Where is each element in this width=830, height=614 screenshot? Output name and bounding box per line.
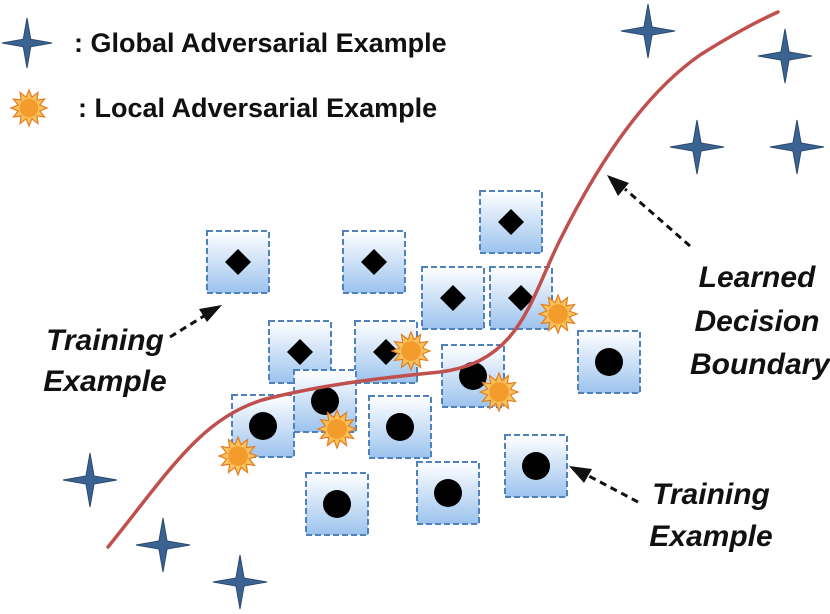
global-adversarial-legend-star: [1, 17, 53, 69]
starburst-core: [327, 419, 347, 439]
diamond-icon: [440, 285, 466, 311]
training-example-circle-12: [368, 395, 432, 459]
training-example-circle-8: [577, 330, 641, 394]
training-example-diamond-2: [342, 230, 406, 294]
starburst-core: [19, 98, 39, 118]
training-box: [416, 461, 480, 525]
four-point-star-icon: [135, 517, 191, 573]
global-adversarial-examples: [62, 3, 825, 610]
circle-icon: [595, 348, 623, 376]
diamond-icon: [287, 339, 313, 365]
training-box: [206, 230, 270, 294]
four-point-star-icon: [62, 452, 118, 508]
legend-global-label: : Global Adversarial Example: [74, 28, 447, 58]
training-example-right-arrow: [586, 473, 639, 504]
circle-icon: [311, 387, 339, 415]
four-point-star-icon: [212, 554, 268, 610]
boundary-label-line3: Boundary: [690, 348, 830, 381]
training-example-left-line1: Training: [46, 324, 164, 357]
training-example-diamond-4: [421, 266, 485, 330]
local-adversarial-legend-starburst: [9, 88, 49, 128]
training-example-left-arrowhead: [199, 305, 222, 322]
legend-local-label: : Local Adversarial Example: [78, 93, 437, 123]
training-example-right-line2: Example: [649, 520, 772, 553]
global-adversarial-star-2: [757, 28, 813, 84]
training-example-circle-13: [504, 434, 568, 498]
training-example-left-line2: Example: [43, 365, 166, 398]
training-example-label-right: Training Example: [569, 466, 773, 553]
global-adversarial-legend-icon: [1, 17, 53, 69]
boundary-label-arrowhead: [607, 175, 629, 196]
global-adversarial-star-6: [135, 517, 191, 573]
four-point-star-icon: [1, 17, 53, 69]
starburst-core: [489, 382, 509, 402]
training-example-label-left: Training Example: [43, 305, 222, 398]
global-adversarial-star-1: [620, 3, 676, 59]
four-point-star-icon: [769, 119, 825, 175]
circle-icon: [522, 452, 550, 480]
local-adversarial-starburst-5: [217, 435, 259, 477]
local-adversarial-examples: [217, 293, 579, 477]
training-example-circle-14: [416, 461, 480, 525]
global-adversarial-star-4: [769, 119, 825, 175]
legend: : Global Adversarial Example : Local Adv…: [1, 17, 447, 128]
global-adversarial-star-7: [212, 554, 268, 610]
decision-boundary-label: Learned Decision Boundary: [607, 175, 830, 381]
circle-icon: [459, 362, 487, 390]
starburst-core: [228, 446, 248, 466]
training-example-right-arrowhead: [569, 466, 592, 483]
global-adversarial-star-5: [62, 452, 118, 508]
circle-icon: [323, 490, 351, 518]
diamond-icon: [225, 249, 251, 275]
local-adversarial-starburst-3: [478, 371, 520, 413]
global-adversarial-star-3: [669, 119, 725, 175]
diamond-icon: [498, 209, 524, 235]
starburst-core: [548, 304, 568, 324]
four-point-star-icon: [757, 28, 813, 84]
local-adversarial-legend-icon: [9, 88, 49, 128]
training-example-diamond-1: [206, 230, 270, 294]
circle-icon: [434, 479, 462, 507]
diamond-icon: [508, 285, 534, 311]
circle-icon: [249, 412, 277, 440]
training-examples: [206, 190, 641, 536]
training-example-diamond-3: [479, 190, 543, 254]
local-adversarial-starburst-4: [316, 408, 358, 450]
boundary-label-arrow: [624, 187, 691, 248]
local-adversarial-starburst-1: [390, 330, 432, 372]
training-example-right-line1: Training: [652, 478, 770, 511]
decision-boundary-line: [106, 10, 780, 549]
starburst-core: [401, 341, 421, 361]
boundary-label-line1: Learned: [699, 261, 816, 294]
training-example-circle-15: [305, 472, 369, 536]
four-point-star-icon: [620, 3, 676, 59]
local-adversarial-starburst-2: [537, 293, 579, 335]
circle-icon: [386, 413, 414, 441]
diamond-icon: [373, 339, 399, 365]
training-example-left-arrow: [169, 314, 205, 339]
diamond-icon: [361, 249, 387, 275]
boundary-label-line2: Decision: [694, 305, 819, 338]
four-point-star-icon: [669, 119, 725, 175]
